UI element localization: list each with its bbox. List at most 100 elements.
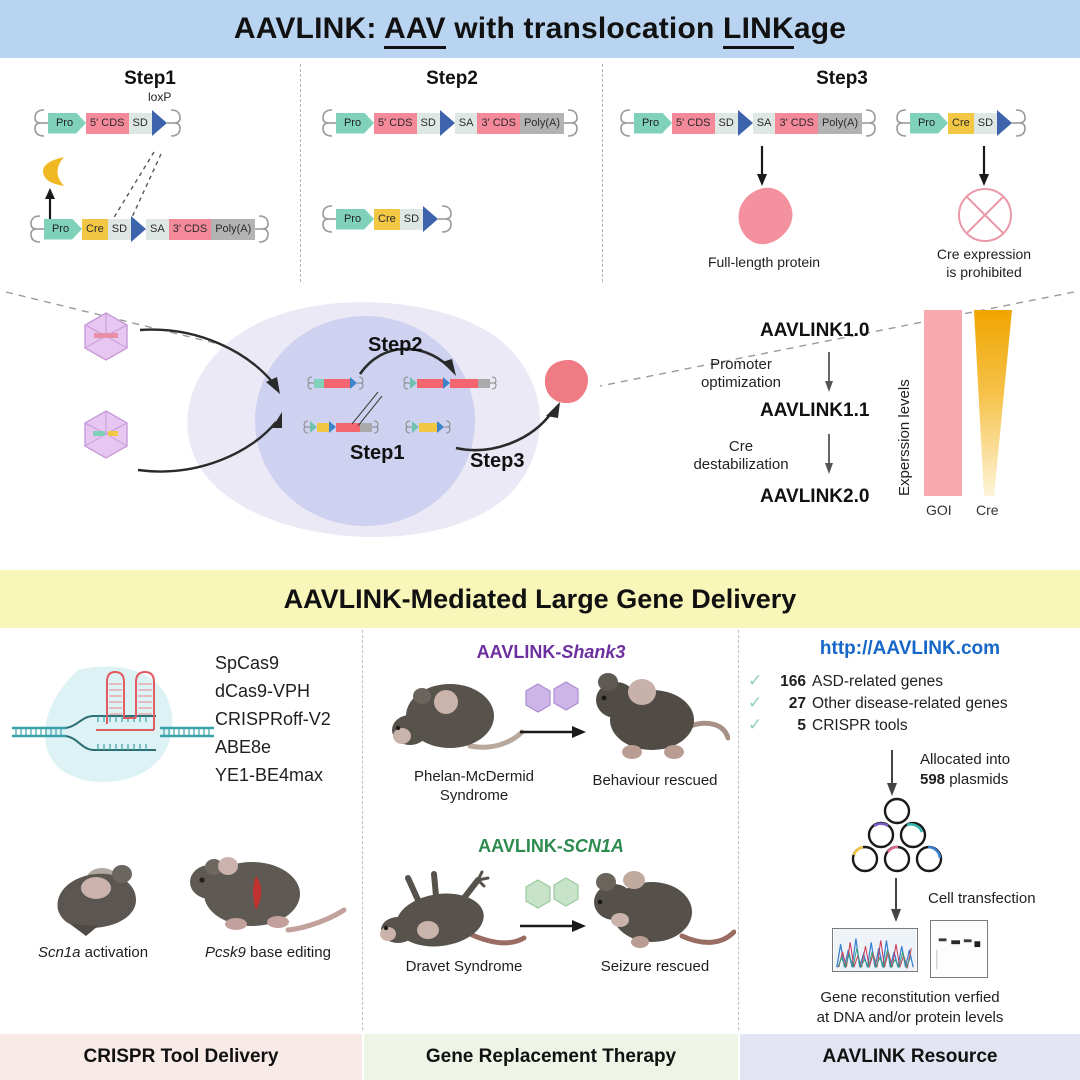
segment-sd: SD: [714, 112, 738, 134]
title-underline-link: LINK: [723, 12, 794, 49]
mini-loxp-icon: [329, 421, 336, 433]
step1-label: Step1: [124, 68, 176, 89]
itr-left-icon: [322, 109, 336, 137]
verification-caption: Gene reconstitution verfied at DNA and/o…: [744, 988, 1076, 1027]
mini-loxp-icon: [350, 377, 357, 389]
mini-segment-cre: [419, 422, 437, 432]
plasmid-circle-icon: [883, 845, 911, 873]
resource-stat-row: ✓ 27 Other disease-related genes: [748, 694, 1008, 713]
itr-left-icon: [896, 109, 910, 137]
segment-sa: SA: [752, 112, 776, 134]
middle-step2-label: Step2: [368, 334, 423, 356]
product-protein-icon: [544, 359, 588, 404]
allocation-line1: Allocated into: [920, 751, 1011, 768]
segment-sa: SA: [146, 218, 169, 240]
crispr-complex-icon: [12, 666, 214, 783]
phelan-line1: Phelan-McDermid: [413, 768, 535, 785]
resource-text: Other disease-related genes: [812, 695, 1008, 712]
step3-arrow-icon: [455, 402, 560, 452]
plasmid-circle-icon: [867, 821, 895, 849]
resource-text: ASD-related genes: [812, 673, 943, 690]
resource-count: 166: [780, 673, 806, 690]
mini-construct-2b: [404, 420, 452, 434]
segment-polya: Poly(A): [519, 112, 565, 134]
loxp-triangle-icon: [151, 110, 167, 136]
cre-prohibited-line2: is prohibited: [946, 263, 1022, 280]
bottom-divider-1: [362, 630, 363, 1030]
itr-right-icon: [438, 205, 452, 233]
loxp-triangle-icon: [423, 206, 439, 232]
mouse-scn1a-gene: Scn1a: [37, 944, 81, 961]
mouse-pcsk9-gene: Pcsk9: [205, 944, 246, 961]
mini-recombination-lines: [351, 391, 383, 427]
steps-zone: Step1 loxP Pro 5' CDS SD: [0, 58, 1080, 290]
shank3-prefix: AAVLINK-: [476, 642, 562, 662]
mini-segment-3cds: [336, 422, 360, 432]
itr-left-icon: [403, 376, 410, 390]
tool-item: SpCas9: [215, 653, 280, 673]
step1-construct-top: Pro 5' CDS SD: [32, 109, 183, 137]
capsid-entry-arrow-1: [139, 328, 280, 394]
allocation-unit: plasmids: [945, 770, 1009, 788]
allocation-arrow-icon: [887, 750, 897, 796]
sequencing-chromatogram-icon: [832, 928, 918, 972]
mini-loxp-icon: [437, 421, 444, 433]
crispr-footer: CRISPR Tool Delivery: [0, 1034, 362, 1080]
mouse-scn1a-action: activation: [80, 944, 149, 961]
crispr-tool-list: SpCas9 dCas9-VPH CRISPRoff-V2 ABE8e YE1-…: [215, 650, 331, 789]
middle-step3-label: Step3: [470, 450, 525, 472]
version-label-1: AAVLINK1.0: [760, 320, 870, 341]
optimization-step-2-label: Cre destabilization: [666, 438, 816, 474]
step1-panel: Step1 loxP Pro 5' CDS SD: [0, 58, 300, 290]
crispr-footer-label: CRISPR Tool Delivery: [83, 1046, 279, 1067]
segment-5cds: 5' CDS: [672, 112, 715, 134]
segment-sa: SA: [454, 112, 478, 134]
mini-segment-polya: [478, 378, 490, 388]
western-blot-icon: [930, 920, 988, 978]
itr-right-icon: [255, 215, 270, 243]
mini-construct-2a: [402, 376, 498, 390]
expression-arrow-left-icon: [757, 146, 767, 186]
optimization-chart: AAVLINK1.0 Promoter optimization AAVLINK…: [640, 298, 1080, 548]
itr-left-icon: [34, 109, 48, 137]
segment-promoter: Pro: [44, 218, 82, 240]
segment-cre: Cre: [374, 208, 400, 230]
expression-arrow-right-icon: [979, 146, 989, 186]
plasmid-circle-icon: [899, 821, 927, 849]
opt1-line2: optimization: [700, 374, 782, 391]
title-underline-aav: AAV: [383, 12, 446, 49]
cre-prohibited-line1: Cre expression: [936, 246, 1032, 262]
page-title: AAVLINK: AAV with translocation LINKage: [234, 12, 847, 49]
segment-promoter: Pro: [910, 112, 948, 134]
tool-item: CRISPRoff-V2: [215, 708, 331, 729]
mini-segment-5cds: [324, 378, 350, 388]
title-part-5: age: [793, 12, 847, 45]
check-icon: ✓: [748, 671, 763, 690]
capsid-entry-arrow-2: [137, 412, 282, 473]
loxp-triangle-icon: [997, 110, 1013, 136]
check-icon: ✓: [748, 693, 763, 712]
version-label-3: AAVLINK2.0: [760, 486, 870, 507]
mini-segment-promoter: [310, 421, 317, 433]
check-icon: ✓: [748, 715, 763, 734]
optimization-step-1-label: Promoter optimization: [676, 356, 806, 392]
resource-count: 27: [788, 695, 806, 712]
aavlink-url[interactable]: http://AAVLINK.com: [819, 638, 1001, 659]
therapy-arrow-shank3-icon: [520, 726, 586, 738]
mouse-seizure-rescued-icon: [594, 871, 736, 948]
mouse-scn1a-icon: [57, 865, 136, 936]
resource-stats-list: ✓ 166 ASD-related genes ✓ 27 Other disea…: [748, 672, 1008, 738]
step2-arrow-icon: [358, 347, 456, 376]
segment-promoter: Pro: [634, 112, 672, 134]
therapy-arrow-scn1a-icon: [520, 920, 586, 932]
resource-count: 5: [797, 717, 806, 734]
segment-polya: Poly(A): [211, 218, 256, 240]
mouse-pcsk9-caption: Pcsk9 base editing: [178, 944, 358, 963]
title-part-3: with translocation: [445, 12, 724, 45]
mouse-scn1a-caption: Scn1a activation: [8, 944, 178, 963]
section-banner: AAVLINK-Mediated Large Gene Delivery: [0, 570, 1080, 628]
opt1-line1: Promoter: [710, 356, 772, 373]
step1-construct-bottom: Pro Cre SD SA 3' CDS Poly(A): [28, 215, 271, 243]
mini-segment-3cds: [450, 378, 478, 388]
